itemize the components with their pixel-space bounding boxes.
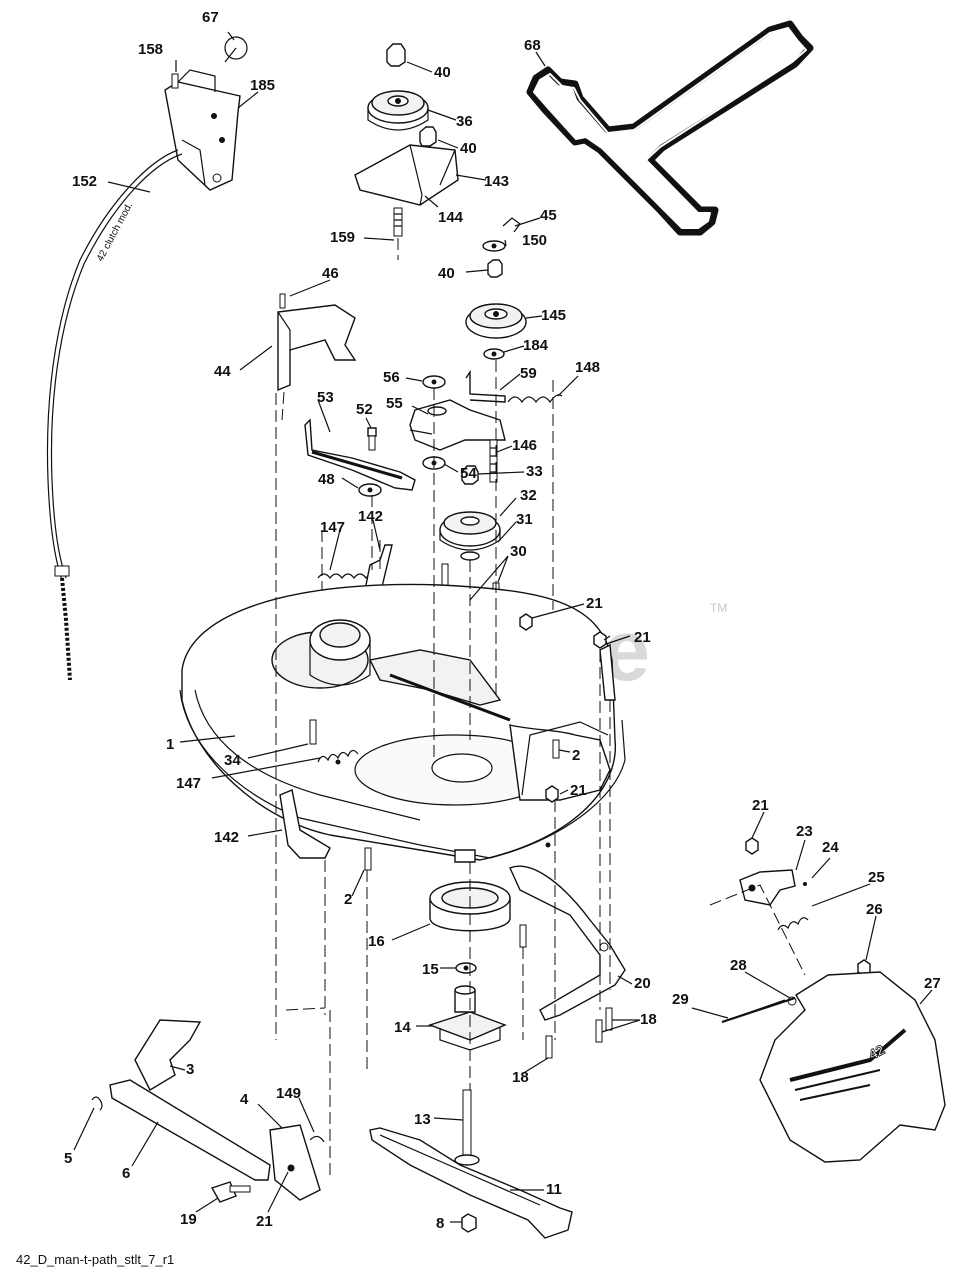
callout: 13: [414, 1111, 431, 1128]
callout: 28: [730, 957, 747, 974]
spring-part-147-lower: [309, 719, 359, 763]
callout: 8: [436, 1215, 444, 1232]
callout: 143: [484, 173, 509, 190]
callout: 53: [317, 389, 334, 406]
callout: 15: [422, 961, 439, 978]
callout: 55: [386, 395, 403, 412]
callout: 32: [520, 487, 537, 504]
callout: 40: [460, 140, 477, 157]
arm-part-142-lower: [279, 789, 331, 859]
callout: 3: [186, 1061, 194, 1078]
nut-part-8: [461, 1213, 477, 1233]
callout: 16: [368, 933, 385, 950]
callout: 44: [214, 363, 231, 380]
callout: 34: [224, 752, 241, 769]
callout: 25: [868, 869, 885, 886]
clutch-cable-part-152: 42 clutch mod.: [46, 149, 183, 681]
callout: 6: [122, 1165, 130, 1182]
blade-part-11: [369, 1127, 573, 1239]
callout-labels: 67 158 185 152 40 36 40 143 144 159 68 4…: [64, 9, 941, 1232]
callout: 48: [318, 471, 335, 488]
callout: 147: [176, 775, 201, 792]
callout: 21: [570, 782, 587, 799]
callout: 144: [438, 209, 464, 226]
hardware-on-deck: [364, 613, 759, 871]
callout: 27: [924, 975, 941, 992]
callout: 185: [250, 77, 275, 94]
callout: 184: [523, 337, 549, 354]
callout: 147: [320, 519, 345, 536]
arm-part-20: [509, 865, 626, 1021]
belt-guide-idler-stack: [465, 217, 527, 360]
callout: 68: [524, 37, 541, 54]
callout: 21: [586, 595, 603, 612]
clutch-handle-assembly: [164, 36, 248, 191]
callout: 67: [202, 9, 219, 26]
right-side-cover-assembly: 42: [721, 869, 946, 1163]
callout: 23: [796, 823, 813, 840]
callout: 1: [166, 736, 174, 753]
callout: 145: [541, 307, 566, 324]
cover-badge: 42: [866, 1041, 887, 1063]
callout: 2: [344, 891, 352, 908]
callout: 31: [516, 511, 533, 528]
drive-pulley-stack: [439, 465, 501, 561]
belt-part-68: [526, 20, 814, 236]
callout: 18: [512, 1069, 529, 1086]
callout: 52: [356, 401, 373, 418]
callout: 4: [240, 1091, 249, 1108]
callout: 142: [358, 508, 383, 525]
cable-print: 42 clutch mod.: [95, 201, 135, 264]
callout: 46: [322, 265, 339, 282]
callout: 45: [540, 207, 557, 224]
callout: 20: [634, 975, 651, 992]
callout: 150: [522, 232, 547, 249]
callout: 54: [460, 465, 477, 482]
callout: 56: [383, 369, 400, 386]
callout: 21: [256, 1213, 273, 1230]
callout: 159: [330, 229, 355, 246]
callout: 14: [394, 1019, 411, 1036]
lower-left-lift-assembly: [91, 1019, 325, 1203]
callout: 146: [512, 437, 537, 454]
callout: 21: [634, 629, 651, 646]
callout: 21: [752, 797, 769, 814]
callout: 11: [546, 1181, 562, 1198]
leader-lines: [73, 31, 933, 1223]
callout: 36: [456, 113, 473, 130]
callout: 24: [822, 839, 839, 856]
callout: 40: [434, 64, 451, 81]
callout: 33: [526, 463, 543, 480]
spindle-assembly-part-14: [427, 962, 507, 1051]
spindle-shaft-part-13: [454, 1089, 480, 1166]
watermark-tm: TM: [710, 601, 727, 615]
callout: 29: [672, 991, 689, 1008]
callout: 149: [276, 1085, 301, 1102]
callout: 142: [214, 829, 239, 846]
diagram-code: 42_D_man-t-path_stlt_7_r1: [16, 1252, 174, 1267]
upper-idler-assembly: [354, 43, 459, 237]
callout: 59: [520, 365, 537, 382]
alignment-lines: [275, 238, 806, 1175]
callout: 158: [138, 41, 163, 58]
callout: 26: [866, 901, 883, 918]
callout: 40: [438, 265, 455, 282]
callout: 18: [640, 1011, 657, 1028]
mower-deck-part-1: [179, 583, 626, 863]
callout: 5: [64, 1150, 72, 1167]
callout: 19: [180, 1211, 197, 1228]
callout: 152: [72, 173, 97, 190]
callout: 2: [572, 747, 580, 764]
bracket-part-53: [304, 418, 416, 497]
callout: 30: [510, 543, 527, 560]
callout: 148: [575, 359, 600, 376]
belt-guide-part-44: [277, 293, 357, 392]
